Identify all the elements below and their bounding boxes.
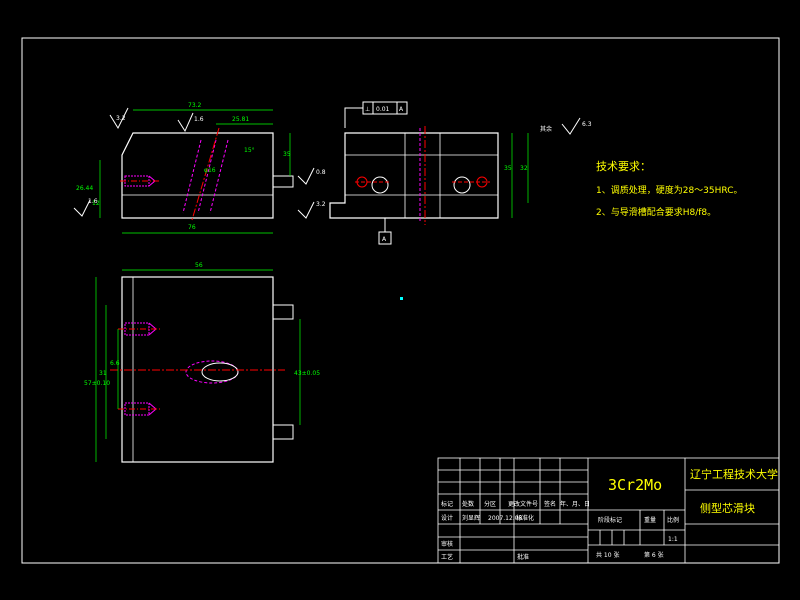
tb-label: 标准化	[516, 514, 534, 522]
dim-right-height: 35	[283, 151, 291, 158]
dim-left-small: 12	[92, 200, 100, 207]
tb-label: 重量	[644, 516, 656, 524]
stray-point	[400, 297, 403, 300]
dim-top-inner: 25.81	[232, 116, 249, 123]
roughness-symbol	[297, 201, 315, 219]
tb-label: 比例	[667, 516, 679, 524]
dim-plan-small: 6.6	[110, 360, 120, 367]
tech-req-title: 技术要求：	[596, 160, 651, 173]
tb-label: 处数	[462, 500, 474, 508]
angled-hole-line	[197, 139, 217, 214]
plan-slot	[201, 362, 239, 382]
tolerance-value: 0.01	[376, 106, 390, 113]
front-view: 73.2 25.81 15° φ16 76 26.44 12 35 3.2 1.…	[73, 102, 326, 234]
angled-hole-line	[209, 139, 229, 214]
dim-left-height: 26.44	[76, 185, 93, 192]
roughness-symbol	[177, 112, 194, 133]
rest-roughness-value: 6.3	[582, 121, 592, 128]
front-view-outline	[121, 132, 274, 219]
roughness-value: 1.6	[194, 116, 204, 123]
tb-label: 刘显辉	[462, 514, 480, 522]
tech-req-item: 2、与导滑槽配合要求H8/f8。	[596, 206, 716, 218]
tb-label: 审核	[441, 540, 453, 548]
tb-label: 批准	[517, 553, 529, 561]
title-block	[437, 457, 780, 564]
pin-stub	[272, 175, 294, 188]
drawing-border	[21, 37, 780, 564]
side-view: ⊥ 0.01 A A 35 32 其余 6.3	[329, 101, 592, 245]
pin-hole	[453, 176, 471, 194]
tb-label: 分区	[484, 500, 496, 508]
tb-part-name: 侧型芯滑块	[700, 501, 755, 515]
plan-pin	[272, 424, 294, 440]
roughness-value: 3.2	[116, 115, 126, 122]
tb-label: 工艺	[441, 553, 453, 561]
title-block-frame	[437, 457, 780, 564]
plan-view: 56 57±0.10 31 6.6 43±0.05	[84, 262, 320, 463]
dim-dia: φ16	[204, 167, 216, 174]
roughness-value: 3.2	[316, 201, 326, 208]
datum-label: A	[382, 236, 387, 243]
dim-plan-width: 56	[195, 262, 203, 269]
tb-sheets: 共 10 张	[596, 551, 619, 559]
tb-scale: 1:1	[668, 536, 678, 543]
tb-university: 辽宁工程技术大学	[690, 467, 778, 481]
dim-angle: 15°	[244, 147, 255, 154]
tb-label: 年、月、日	[560, 500, 590, 508]
tb-sheet-no: 第 6 张	[644, 551, 664, 559]
dim-side-height2: 32	[520, 165, 528, 172]
angled-center-line	[191, 127, 220, 221]
tb-label: 阶段标记	[598, 516, 622, 524]
tolerance-leader	[344, 107, 363, 128]
dim-plan-inner: 31	[99, 370, 107, 377]
plan-pin	[272, 304, 294, 320]
tb-label: 标记	[441, 500, 453, 508]
rest-roughness-symbol	[561, 117, 581, 135]
dim-top-length: 73.2	[188, 102, 202, 109]
roughness-symbol	[297, 167, 315, 185]
technical-requirements: 技术要求： 1、调质处理，硬度为28～35HRC。 2、与导滑槽配合要求H8/f…	[596, 160, 743, 218]
dim-side-height: 35	[504, 165, 512, 172]
tech-req-item: 1、调质处理，硬度为28～35HRC。	[596, 184, 743, 196]
dim-plan-height: 57±0.10	[84, 380, 110, 387]
tb-label: 签名	[544, 500, 556, 508]
roughness-value: 1.6	[88, 198, 98, 205]
tolerance-datum: A	[399, 106, 404, 113]
dim-bottom-length: 76	[188, 224, 196, 231]
roughness-symbol	[73, 199, 91, 217]
datum-box	[378, 231, 392, 245]
rest-roughness-label: 其余	[540, 125, 552, 133]
tb-material: 3Cr2Mo	[608, 476, 662, 494]
roughness-value: 0.8	[316, 169, 326, 176]
dim-plan-right: 43±0.05	[294, 370, 320, 377]
roughness-symbol	[109, 107, 129, 130]
angled-hole-line	[182, 139, 202, 214]
tb-label: 设计	[441, 514, 453, 522]
pin-hole	[371, 176, 389, 194]
tolerance-symbol: ⊥	[365, 106, 370, 113]
tb-label: 更改文件号	[508, 500, 538, 508]
tb-label: 2007.12.08	[488, 515, 523, 522]
side-view-outline	[329, 132, 499, 219]
